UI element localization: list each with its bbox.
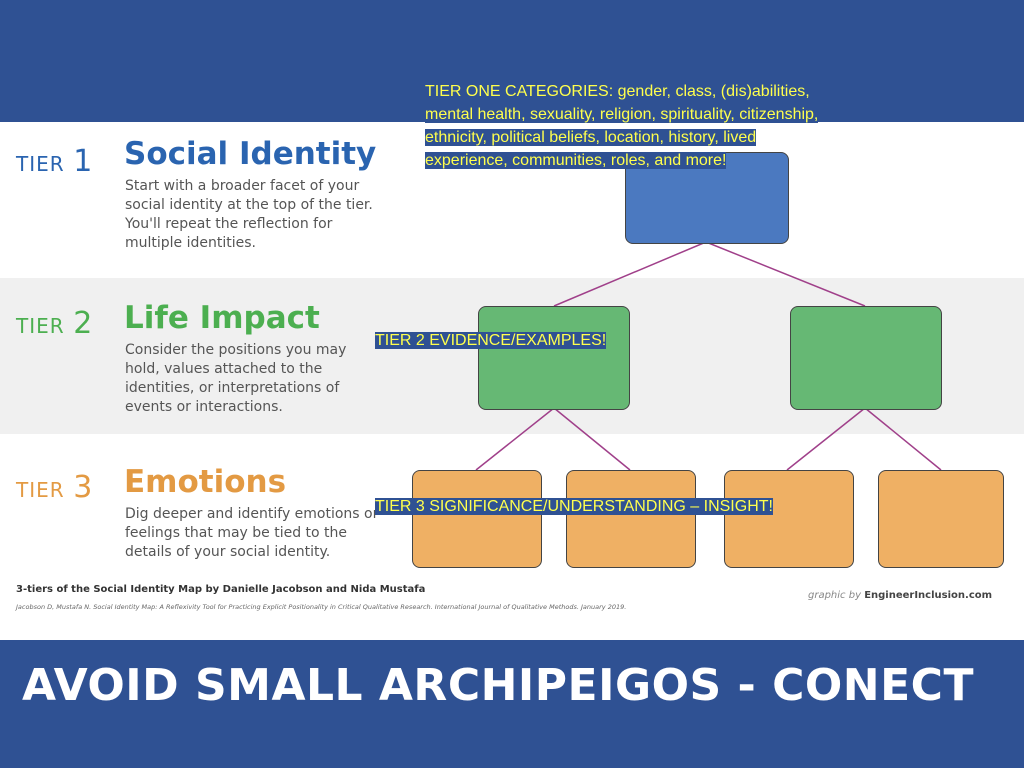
slide-bottom-band bbox=[0, 640, 1024, 768]
overlay-line: mental health, sexuality, religion, spir… bbox=[425, 106, 819, 123]
tier-3-prefix: TIER bbox=[16, 478, 65, 502]
tier-2-overlay: TIER 2 EVIDENCE/EXAMPLES! bbox=[375, 332, 607, 349]
tier-1-label: TIER 1 bbox=[16, 144, 93, 179]
connector-line bbox=[475, 407, 555, 471]
tier-1-title: Social Identity bbox=[124, 136, 377, 172]
tier-2-prefix: TIER bbox=[16, 314, 65, 338]
connector-line bbox=[786, 407, 866, 471]
tier-3-overlay: TIER 3 SIGNIFICANCE/UNDERSTANDING – INSI… bbox=[375, 498, 773, 515]
tier-1-number: 1 bbox=[73, 144, 94, 179]
tier-3-node-2 bbox=[566, 470, 696, 568]
social-identity-map-graphic: TIER 1 Social Identity Start with a broa… bbox=[0, 122, 1024, 640]
tier-3-description: Dig deeper and identify emotions or feel… bbox=[125, 506, 379, 560]
connector-line bbox=[553, 241, 707, 307]
credit-prefix: graphic by bbox=[808, 590, 861, 601]
tier-1-description: Start with a broader facet of your socia… bbox=[125, 178, 373, 251]
tier-3-node-4 bbox=[878, 470, 1004, 568]
connector-line bbox=[705, 241, 866, 307]
connector-lines bbox=[475, 241, 942, 471]
tier-2-node-right bbox=[790, 306, 942, 410]
overlay-line: TIER ONE CATEGORIES: gender, class, (dis… bbox=[425, 83, 810, 100]
slide-top-band bbox=[0, 0, 1024, 122]
tier-2-node-left bbox=[478, 306, 630, 410]
tier-3-label: TIER 3 bbox=[16, 470, 93, 505]
connector-line bbox=[553, 407, 631, 471]
tier-1-prefix: TIER bbox=[16, 152, 65, 176]
tier-2-number: 2 bbox=[73, 306, 94, 341]
tier-2-description: Consider the positions you may hold, val… bbox=[125, 342, 347, 415]
connector-line bbox=[864, 407, 942, 471]
tier-1-band bbox=[0, 122, 1024, 278]
tier-2-title: Life Impact bbox=[124, 300, 320, 336]
overlay-line: ethnicity, political beliefs, location, … bbox=[425, 129, 757, 146]
graphic-caption: 3-tiers of the Social Identity Map by Da… bbox=[16, 584, 426, 595]
credit-name: EngineerInclusion.com bbox=[864, 590, 993, 601]
overlay-line: experience, communities, roles, and more… bbox=[425, 152, 727, 169]
tier-3-title: Emotions bbox=[124, 464, 287, 500]
graphic-citation: Jacobson D, Mustafa N. Social Identity M… bbox=[16, 603, 627, 611]
tier-1-categories-overlay: TIER ONE CATEGORIES: gender, class, (dis… bbox=[425, 80, 819, 172]
graphic-credit: graphic by EngineerInclusion.com bbox=[808, 590, 992, 601]
tier-3-node-1 bbox=[412, 470, 542, 568]
slide-footer-text: AVOID SMALL ARCHIPEIGOS - CONECT bbox=[22, 660, 974, 711]
tier-2-label: TIER 2 bbox=[16, 306, 93, 341]
tier-3-node-3 bbox=[724, 470, 854, 568]
tier-3-number: 3 bbox=[73, 470, 94, 505]
